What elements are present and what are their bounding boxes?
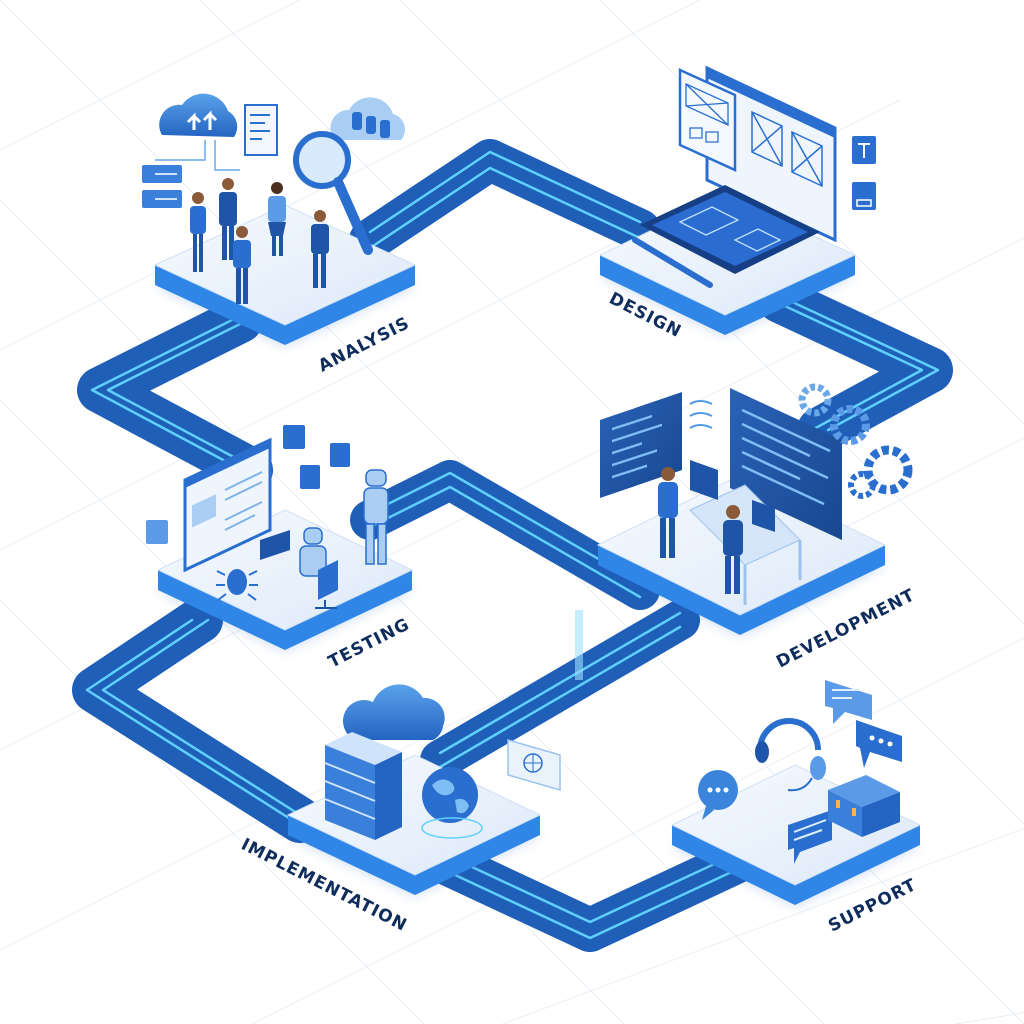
test-badge-icon xyxy=(146,425,350,544)
flow-track xyxy=(72,139,953,952)
server-stack-icon xyxy=(324,732,402,840)
message-icon xyxy=(788,810,832,864)
document-icon xyxy=(244,104,278,156)
chat-bubble-icon xyxy=(698,680,902,820)
tablet-blueprint-icon xyxy=(640,185,820,274)
cloud-upload-icon xyxy=(155,93,240,171)
form-cards-icon xyxy=(142,165,182,208)
wireframe-window-icon xyxy=(678,65,837,243)
stage-testing[interactable]: TESTING xyxy=(146,425,413,672)
pencil-icon xyxy=(632,237,713,288)
robot-icon xyxy=(299,469,389,577)
browser-window-icon xyxy=(183,437,272,573)
text-tool-icon xyxy=(852,136,876,164)
laptop-icon xyxy=(690,460,775,532)
magnifier-icon xyxy=(293,131,373,255)
team-people-icon xyxy=(190,178,329,304)
stage-design[interactable]: DESIGN xyxy=(598,65,876,342)
platform xyxy=(286,754,542,895)
cloud-icon xyxy=(342,684,445,740)
web-panel-icon xyxy=(507,739,561,791)
stage-analysis[interactable]: ANALYSIS xyxy=(142,93,417,377)
globe-icon xyxy=(421,767,483,839)
gear-icon xyxy=(798,383,913,499)
stage-implementation[interactable]: IMPLEMENTATION xyxy=(238,684,561,936)
headset-icon xyxy=(755,718,826,792)
platform xyxy=(153,204,417,345)
bug-icon xyxy=(216,569,258,601)
chair-icon xyxy=(260,530,338,609)
cloud-database-icon xyxy=(330,97,405,140)
toolbox-icon xyxy=(828,775,900,837)
developer-person-icon xyxy=(658,467,743,594)
ruler-tool-icon xyxy=(852,182,876,210)
